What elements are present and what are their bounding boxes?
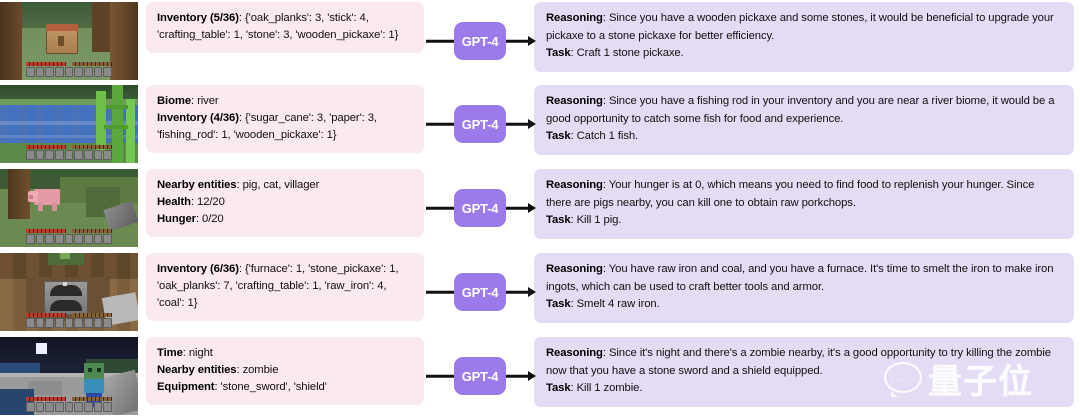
- task-value: Kill 1 pig.: [576, 214, 622, 226]
- observation-value: 'stone_sword', 'shield': [220, 381, 327, 394]
- observation-key: Health: [157, 196, 191, 209]
- game-screenshot-night-zombie: [0, 337, 138, 415]
- hotbar: [26, 67, 113, 77]
- task-key: Task: [546, 214, 571, 226]
- reasoning-key: Reasoning: [546, 179, 603, 191]
- arrow-out: [506, 374, 530, 378]
- observation-value: {'sugar_cane': 3, 'paper': 3, 'fishing_r…: [157, 112, 377, 142]
- observation-value: zombie: [242, 364, 279, 377]
- hotbar: [26, 402, 113, 412]
- reasoning-key: Reasoning: [546, 12, 603, 24]
- pipeline-row: Time: night Nearby entities: zombie Equi…: [0, 337, 1080, 415]
- arrow-out: [506, 39, 530, 43]
- reasoning-value: Since you have a fishing rod in your inv…: [546, 95, 1055, 125]
- observation-value: river: [197, 95, 219, 107]
- hotbar: [26, 150, 113, 160]
- task-value: Craft 1 stone pickaxe.: [576, 47, 684, 59]
- connector: GPT-4: [424, 253, 536, 331]
- game-screenshot-river-sugarcane: [0, 85, 138, 163]
- observation-box: Inventory (5/36): {'oak_planks': 3, 'sti…: [146, 2, 424, 54]
- arrow-in: [426, 374, 454, 378]
- reasoning-value: Since it's night and there's a zombie ne…: [546, 347, 1051, 377]
- observation-box: Nearby entities: pig, cat, villager Heal…: [146, 169, 424, 238]
- connector: GPT-4: [424, 2, 536, 80]
- arrow-out: [506, 206, 530, 210]
- gpt4-label: GPT-4: [461, 116, 499, 132]
- connector: GPT-4: [424, 169, 536, 247]
- observation-box: Inventory (6/36): {'furnace': 1, 'stone_…: [146, 253, 424, 322]
- observation-key: Nearby entities: [157, 179, 237, 191]
- reasoning-box: Reasoning: Since you have a fishing rod …: [534, 85, 1074, 155]
- task-key: Task: [546, 382, 571, 394]
- gpt4-node[interactable]: GPT-4: [454, 22, 506, 60]
- task-key: Task: [546, 130, 571, 142]
- observation-key: Equipment: [157, 381, 215, 394]
- arrow-head-icon: [528, 203, 536, 213]
- game-screenshot-forest-pig: [0, 169, 138, 247]
- arrow-out: [506, 122, 530, 126]
- hotbar: [26, 318, 113, 328]
- arrow-in: [426, 122, 454, 126]
- arrow-head-icon: [528, 36, 536, 46]
- task-value: Smelt 4 raw iron.: [576, 298, 660, 310]
- observation-key: Inventory (4/36): [157, 112, 239, 125]
- game-screenshot-cave-furnace: [0, 253, 138, 331]
- pipeline-row: Inventory (6/36): {'furnace': 1, 'stone_…: [0, 253, 1080, 331]
- reasoning-box: Reasoning: Your hunger is at 0, which me…: [534, 169, 1074, 239]
- observation-box: Biome: river Inventory (4/36): {'sugar_c…: [146, 85, 424, 154]
- task-key: Task: [546, 47, 571, 59]
- reasoning-box: Reasoning: Since you have a wooden picka…: [534, 2, 1074, 72]
- task-key: Task: [546, 298, 571, 310]
- observation-value: night: [188, 347, 213, 359]
- reasoning-key: Reasoning: [546, 95, 603, 107]
- gpt4-node[interactable]: GPT-4: [454, 273, 506, 311]
- arrow-out: [506, 290, 530, 294]
- observation-key: Inventory (5/36): [157, 12, 239, 24]
- pipeline-row: Biome: river Inventory (4/36): {'sugar_c…: [0, 85, 1080, 163]
- gpt4-label: GPT-4: [461, 33, 499, 49]
- reasoning-box: Reasoning: You have raw iron and coal, a…: [534, 253, 1074, 323]
- arrow-in: [426, 39, 454, 43]
- observation-value: pig, cat, villager: [242, 179, 320, 191]
- arrow-head-icon: [528, 119, 536, 129]
- hotbar: [26, 234, 113, 244]
- reasoning-key: Reasoning: [546, 347, 603, 359]
- reasoning-key: Reasoning: [546, 263, 603, 275]
- reasoning-box: Reasoning: Since it's night and there's …: [534, 337, 1074, 407]
- gpt4-node[interactable]: GPT-4: [454, 105, 506, 143]
- gpt4-label: GPT-4: [461, 200, 499, 216]
- gpt4-label: GPT-4: [461, 284, 499, 300]
- arrow-in: [426, 206, 454, 210]
- gpt4-label: GPT-4: [461, 368, 499, 384]
- observation-key: Inventory (6/36): [157, 263, 239, 275]
- connector: GPT-4: [424, 337, 536, 415]
- game-screenshot-forest-crafting-table: [0, 2, 138, 80]
- observation-value: {'furnace': 1, 'stone_pickaxe': 1, 'oak_…: [157, 263, 399, 310]
- connector: GPT-4: [424, 85, 536, 163]
- pipeline-row: Inventory (5/36): {'oak_planks': 3, 'sti…: [0, 2, 1080, 80]
- reasoning-value: Since you have a wooden pickaxe and some…: [546, 12, 1054, 42]
- reasoning-value: You have raw iron and coal, and you have…: [546, 263, 1054, 293]
- gpt4-node[interactable]: GPT-4: [454, 357, 506, 395]
- observation-key: Hunger: [157, 213, 196, 226]
- task-value: Kill 1 zombie.: [576, 382, 643, 394]
- observation-value: 12/20: [197, 196, 225, 209]
- observation-key: Time: [157, 347, 183, 359]
- observation-key: Nearby entities: [157, 364, 237, 377]
- task-value: Catch 1 fish.: [576, 130, 639, 142]
- reasoning-value: Your hunger is at 0, which means you nee…: [546, 179, 1035, 209]
- gpt4-node[interactable]: GPT-4: [454, 189, 506, 227]
- observation-box: Time: night Nearby entities: zombie Equi…: [146, 337, 424, 406]
- arrow-in: [426, 290, 454, 294]
- observation-value: 0/20: [202, 213, 224, 226]
- observation-key: Biome: [157, 95, 192, 107]
- arrow-head-icon: [528, 287, 536, 297]
- arrow-head-icon: [528, 371, 536, 381]
- pipeline-row: Nearby entities: pig, cat, villager Heal…: [0, 169, 1080, 247]
- observation-value: {'oak_planks': 3, 'stick': 4, 'crafting_…: [157, 12, 399, 42]
